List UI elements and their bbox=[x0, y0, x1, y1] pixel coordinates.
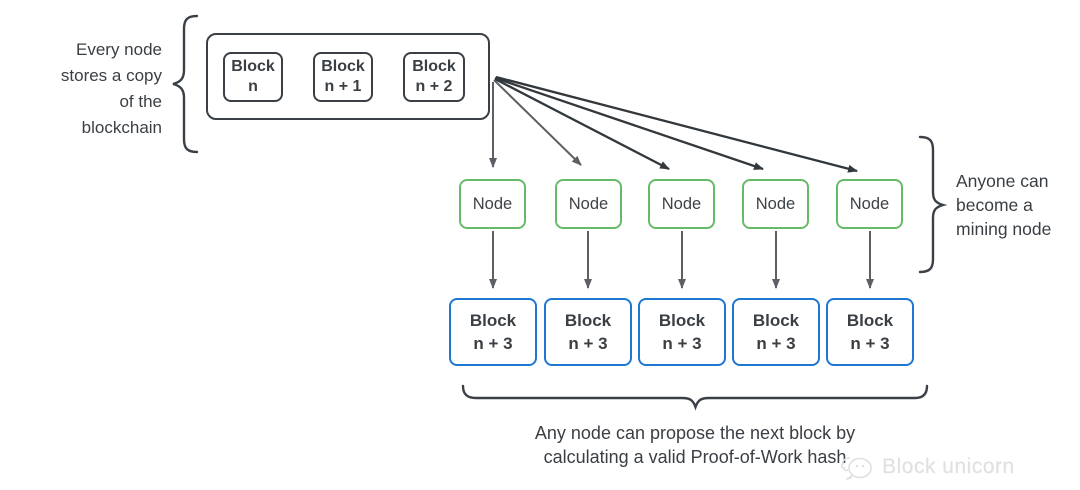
left-brace bbox=[172, 14, 199, 154]
broadcast-arrow-5 bbox=[495, 75, 858, 173]
node-label: Node bbox=[472, 194, 513, 213]
block-index: n + 2 bbox=[415, 78, 453, 95]
node-box-4: Node bbox=[742, 179, 809, 229]
block-index: n + 1 bbox=[324, 78, 362, 95]
broadcast-arrow-2 bbox=[493, 79, 582, 166]
node-box-2: Node bbox=[555, 179, 622, 229]
block-index: n + 3 bbox=[756, 334, 796, 353]
node-box-1: Node bbox=[459, 179, 526, 229]
block-label: Block bbox=[231, 58, 275, 75]
left-annotation-line: stores a copy bbox=[60, 66, 162, 85]
mined-block-4: Block n + 3 bbox=[732, 298, 820, 366]
bottom-annotation: Any node can propose the next block by c… bbox=[415, 421, 975, 469]
chat-bubble-logo-icon bbox=[840, 457, 872, 480]
broadcast-arrow-3 bbox=[494, 77, 670, 171]
chain-block-n: Block n bbox=[223, 52, 283, 102]
node-box-5: Node bbox=[836, 179, 903, 229]
node-label: Node bbox=[568, 194, 609, 213]
watermark-label: Block unicorn bbox=[882, 455, 1015, 478]
right-annotation: Anyone can become a mining node bbox=[956, 169, 1076, 241]
node-label: Node bbox=[755, 194, 796, 213]
block-label: Block bbox=[469, 311, 517, 330]
right-brace bbox=[918, 135, 948, 274]
right-annotation-line: become a bbox=[956, 195, 1033, 215]
block-label: Block bbox=[752, 311, 800, 330]
mined-block-2: Block n + 3 bbox=[544, 298, 632, 366]
block-index: n + 3 bbox=[850, 334, 890, 353]
bottom-brace bbox=[461, 384, 929, 411]
block-label: Block bbox=[564, 311, 612, 330]
left-annotation: Every node stores a copy of the blockcha… bbox=[38, 37, 162, 141]
mined-block-5: Block n + 3 bbox=[826, 298, 914, 366]
left-annotation-line: Every node bbox=[76, 40, 162, 59]
node-box-3: Node bbox=[648, 179, 715, 229]
mined-block-3: Block n + 3 bbox=[638, 298, 726, 366]
broadcast-arrow-4 bbox=[494, 76, 764, 171]
block-label: Block bbox=[658, 311, 706, 330]
block-label: Block bbox=[321, 58, 365, 75]
right-annotation-line: Anyone can bbox=[956, 171, 1049, 191]
left-annotation-line: of the bbox=[119, 92, 162, 111]
bottom-annotation-line: Any node can propose the next block by bbox=[534, 423, 856, 443]
block-label: Block bbox=[846, 311, 894, 330]
left-annotation-line: blockchain bbox=[81, 118, 162, 137]
chain-block-n1: Block n + 1 bbox=[313, 52, 373, 102]
right-annotation-line: mining node bbox=[956, 219, 1052, 239]
bottom-annotation-line: calculating a valid Proof-of-Work hash bbox=[543, 447, 847, 467]
block-index: n + 3 bbox=[662, 334, 702, 353]
node-label: Node bbox=[661, 194, 702, 213]
block-index: n + 3 bbox=[568, 334, 608, 353]
chain-block-n2: Block n + 2 bbox=[403, 52, 465, 102]
node-label: Node bbox=[849, 194, 890, 213]
block-index: n bbox=[248, 78, 258, 95]
block-label: Block bbox=[412, 58, 456, 75]
block-index: n + 3 bbox=[473, 334, 513, 353]
mined-block-1: Block n + 3 bbox=[449, 298, 537, 366]
watermark: Block unicorn bbox=[840, 452, 1015, 482]
